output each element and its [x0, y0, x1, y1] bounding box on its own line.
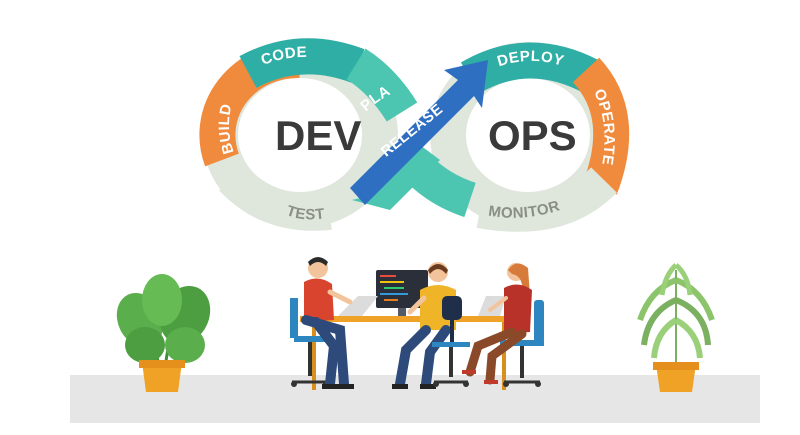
segment-code [239, 38, 365, 89]
segment-monitor [476, 166, 617, 232]
monitor-icon [376, 270, 428, 316]
segment-operate [572, 57, 630, 195]
dev-label: DEV [275, 112, 361, 159]
office-chair-icon [432, 296, 470, 387]
segment-plan [346, 48, 418, 122]
floor [70, 375, 760, 423]
desk [300, 316, 518, 390]
segment-monitor-teal [407, 156, 477, 218]
stage-label-build: BUILD [216, 102, 238, 156]
palm-plant-icon [637, 263, 715, 392]
ops-label: OPS [488, 112, 577, 159]
infinity-loop: CODE DEPLOY BUILD OPERATE TEST MONITOR P… [0, 0, 630, 232]
developer-person-icon [462, 263, 544, 387]
monstera-plant-icon [116, 274, 211, 392]
segment-release [350, 60, 488, 205]
stage-label-deploy: DEPLOY [495, 48, 566, 70]
stage-label-test: TEST [284, 202, 325, 223]
developer-person-icon [290, 257, 354, 389]
segment-test [218, 165, 332, 231]
